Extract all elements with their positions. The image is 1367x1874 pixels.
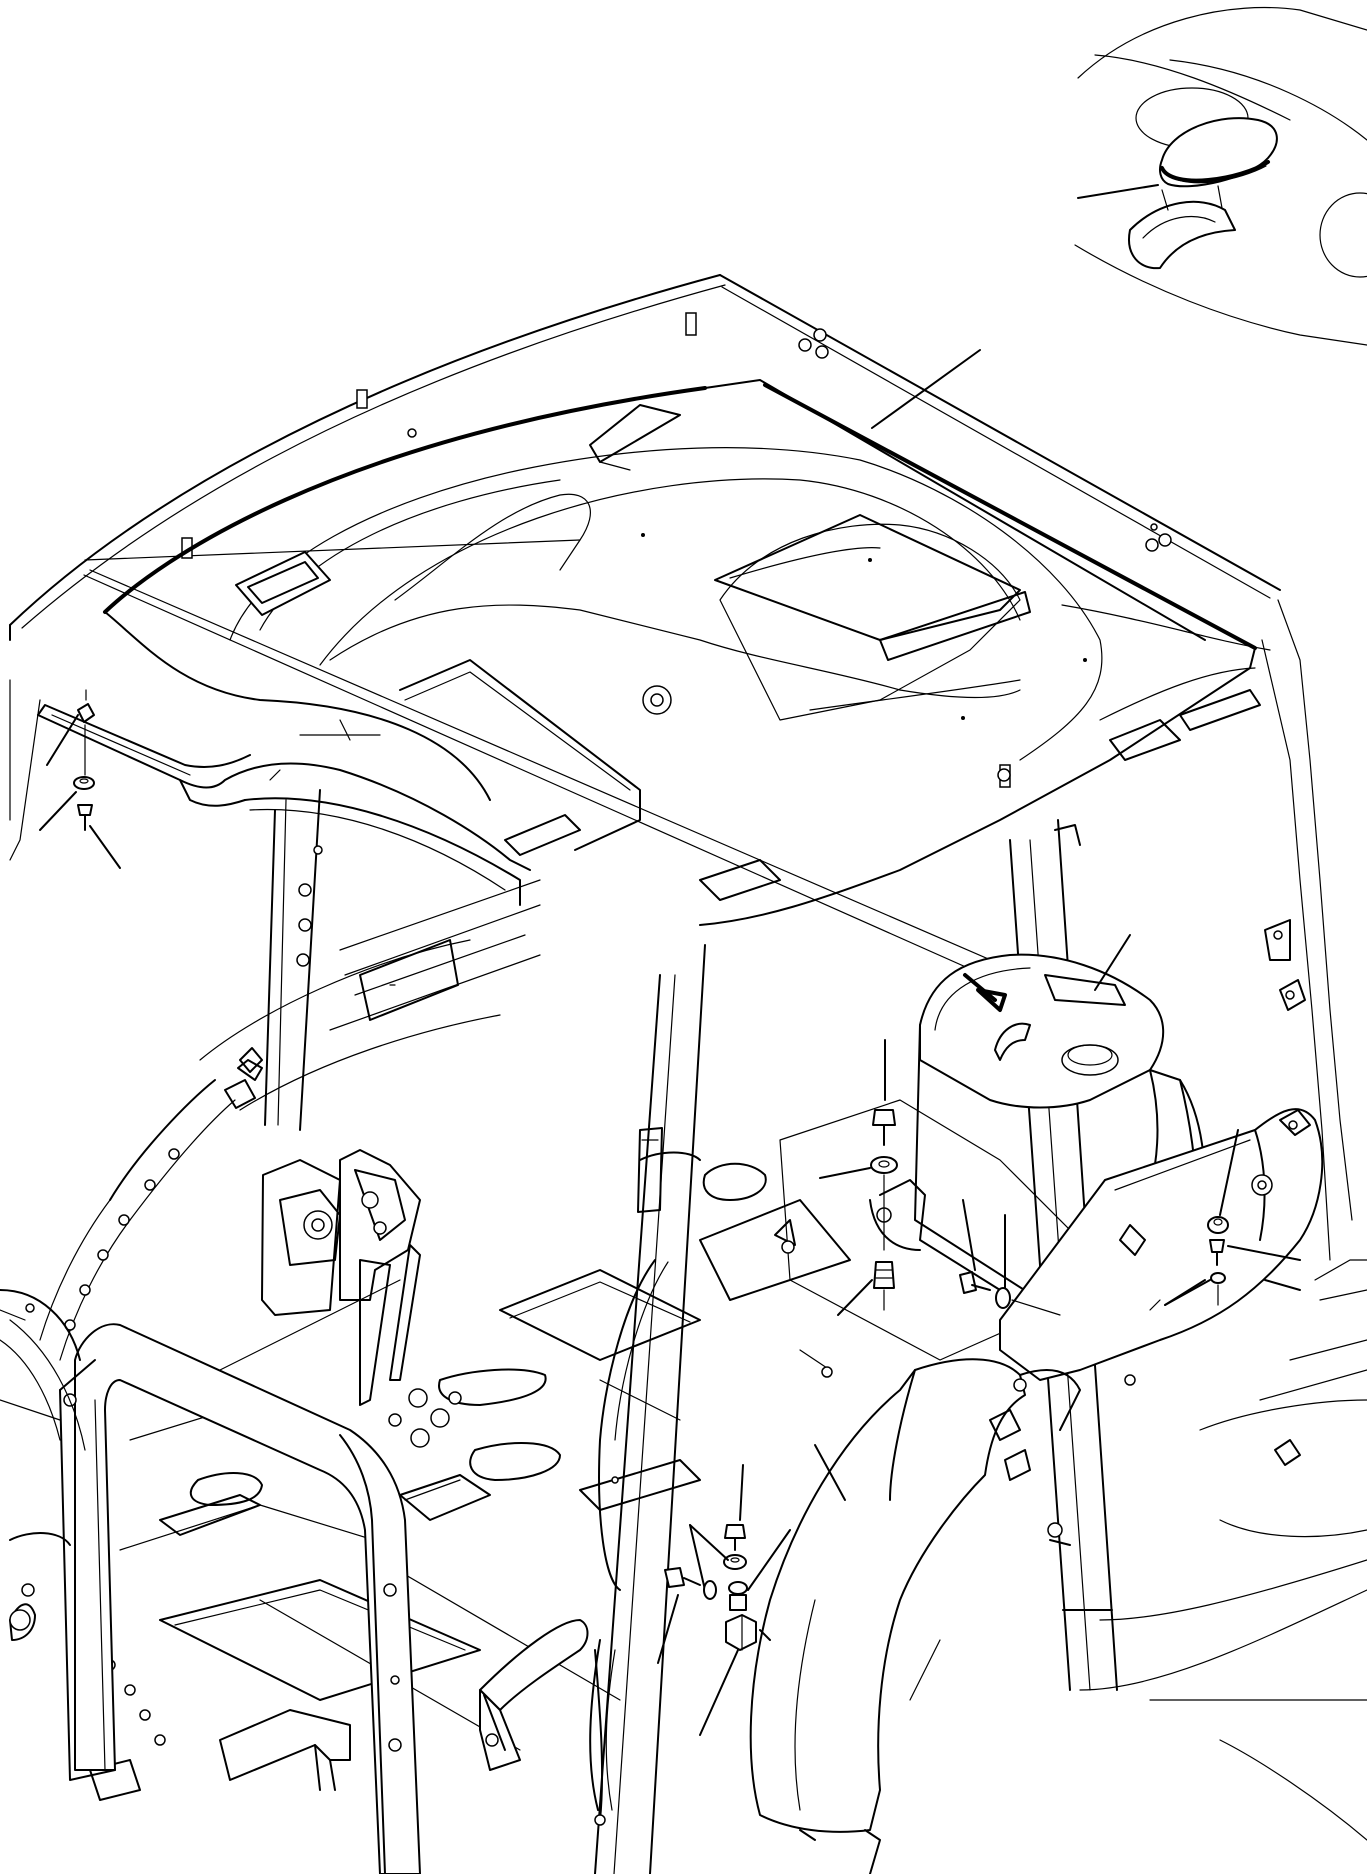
door-hinge-bracket bbox=[261, 1149, 421, 1406]
screw-head bbox=[77, 804, 93, 816]
left-cab-post bbox=[224, 789, 323, 1131]
dome-light-opening bbox=[235, 551, 331, 616]
leader-line bbox=[1164, 1279, 1206, 1306]
clip bbox=[1210, 1272, 1226, 1284]
fastener-set-lower bbox=[657, 1464, 791, 1736]
clip-nut bbox=[725, 1614, 757, 1651]
leader-line bbox=[1219, 1129, 1239, 1216]
nut-insert bbox=[873, 1261, 895, 1289]
leader-line bbox=[699, 1649, 739, 1736]
leader-line bbox=[39, 791, 77, 831]
fastener-set-side bbox=[959, 1199, 1061, 1316]
inset-detail-view bbox=[1074, 6, 1367, 346]
bolt-head bbox=[724, 1524, 746, 1539]
leader-line bbox=[1077, 184, 1159, 199]
roof-headliner-panel bbox=[103, 379, 1261, 926]
nut bbox=[729, 1594, 747, 1611]
leader-line bbox=[657, 1594, 679, 1664]
door-frame bbox=[9, 1323, 421, 1874]
leader-line bbox=[747, 1529, 791, 1591]
left-rear-rails bbox=[0, 1289, 86, 1631]
leader-line bbox=[759, 1629, 771, 1641]
leader-line bbox=[46, 714, 79, 766]
front-right-post-trim bbox=[749, 1358, 1081, 1874]
right-side-frame bbox=[1079, 919, 1367, 1841]
leader-line bbox=[89, 825, 121, 869]
bolt-head bbox=[959, 1271, 977, 1294]
leader-line bbox=[814, 1444, 846, 1501]
leader-line bbox=[1227, 1245, 1301, 1261]
fastener-set-left bbox=[39, 689, 121, 869]
leader-line bbox=[739, 1464, 744, 1521]
clip-nut bbox=[77, 703, 95, 723]
leader-line bbox=[962, 1199, 976, 1271]
bolt-head bbox=[872, 1109, 896, 1126]
right-side-console-trim bbox=[999, 1108, 1324, 1386]
screw-head bbox=[1209, 1239, 1225, 1253]
leader-line bbox=[837, 1279, 873, 1316]
callout-leaders bbox=[814, 349, 1206, 1501]
leader-line bbox=[871, 349, 981, 429]
washer bbox=[728, 1581, 748, 1595]
washer bbox=[870, 1156, 898, 1174]
bolt-head bbox=[664, 1567, 685, 1588]
door-grab-handle bbox=[479, 1619, 606, 1826]
washer bbox=[703, 1580, 717, 1600]
oval-plug-part bbox=[1159, 117, 1278, 188]
washer bbox=[995, 1287, 1011, 1309]
fastener-set-console bbox=[819, 1039, 898, 1316]
leader-line bbox=[819, 1167, 871, 1179]
leader-line bbox=[689, 1524, 729, 1561]
rear-console-box bbox=[869, 953, 1206, 1301]
front-left-roof-trim bbox=[37, 704, 531, 906]
center-front-post bbox=[589, 944, 706, 1874]
leader-line bbox=[689, 1524, 706, 1591]
leader-line bbox=[1094, 934, 1131, 991]
